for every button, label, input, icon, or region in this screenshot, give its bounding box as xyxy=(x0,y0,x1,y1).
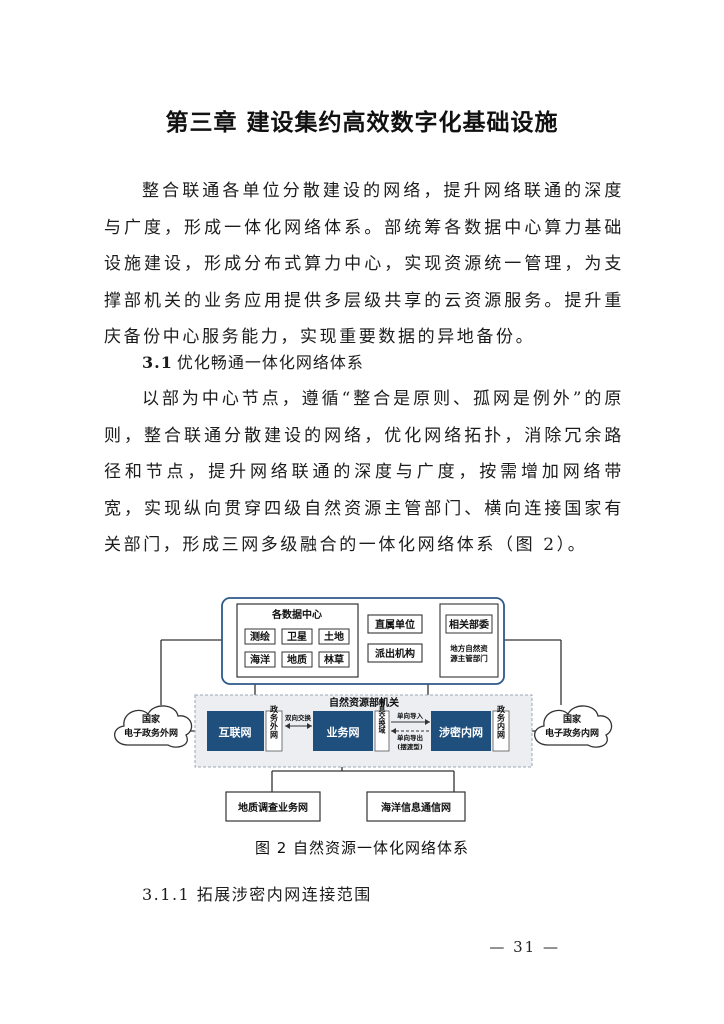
dc-box-forestry xyxy=(318,651,350,668)
page-number: — 31 — xyxy=(489,938,560,956)
geo-survey-network-box xyxy=(225,791,321,822)
cloud-right-label-line1: 国家 xyxy=(563,713,582,725)
figure-caption: 图 2 自然资源一体化网络体系 xyxy=(254,839,470,857)
section-title: 优化畅通一体化网络体系 xyxy=(176,353,364,372)
section-paragraph: 以部为中心节点，遵循“整合是原则、孤网是例外”的原则，整合联通分散建设的网络，优… xyxy=(104,389,624,555)
dc-forestry-label: 林草 xyxy=(324,653,344,666)
ocean-info-network-label: 海洋信息通信网 xyxy=(381,801,451,814)
intro-paragraph: 整合联通各单位分散建设的网络，提升网络联通的深度与广度，形成一体化网络体系。部统… xyxy=(104,181,624,347)
two-way-exchange-label: 双向交换 xyxy=(285,713,312,722)
dc-box-surveying xyxy=(244,628,276,645)
dc-satellite-label: 卫星 xyxy=(287,631,307,643)
related-ministries-label: 相关部委 xyxy=(449,618,490,631)
cloud-left-label-line2: 电子政务外网 xyxy=(124,727,178,739)
local-departments-label-line1: 地方自然资 xyxy=(450,643,488,653)
one-way-import-label: 单向导入 xyxy=(397,711,424,720)
core-zone-title: 自然资源部机关 xyxy=(329,696,399,709)
one-way-export-label-line1: 单向导出 xyxy=(397,733,423,742)
dc-box-ocean xyxy=(244,651,276,668)
cloud-right xyxy=(534,705,613,748)
dc-surveying-label: 测绘 xyxy=(250,630,270,643)
direct-units-label: 直属单位 xyxy=(375,618,415,631)
section-number: 3.1 xyxy=(142,353,173,372)
subsection-heading: 3.1.1 拓展涉密内网连接范围 xyxy=(142,885,372,904)
dispatched-agencies-label: 派出机构 xyxy=(375,647,415,660)
dispatched-agencies-box xyxy=(367,643,423,663)
one-way-export-label-line2: (摆渡型) xyxy=(397,742,422,751)
export-arrow-head xyxy=(391,728,396,734)
info-exchange-label: 信息交换域 xyxy=(378,698,387,735)
dc-land-label: 土地 xyxy=(324,630,344,643)
classified-network-label: 涉密内网 xyxy=(439,725,483,739)
cloud-left-label-line1: 国家 xyxy=(142,713,161,725)
egov-external-label: 政务外网 xyxy=(269,704,279,740)
dc-box-land xyxy=(318,628,350,645)
two-way-arrow-head-left xyxy=(285,723,290,729)
dc-box-satellite xyxy=(281,628,313,645)
cloud-left xyxy=(114,705,193,748)
cloud-right-label-line2: 电子政务内网 xyxy=(545,727,599,739)
dc-box-geology xyxy=(281,651,313,668)
two-way-arrow-head-right xyxy=(307,723,312,729)
dc-geology-label: 地质 xyxy=(287,653,307,666)
egov-external-tag xyxy=(265,710,283,752)
geo-survey-network-label: 地质调查业务网 xyxy=(238,801,308,814)
business-network-box xyxy=(313,711,373,751)
business-network-label: 业务网 xyxy=(327,725,360,739)
direct-units-box xyxy=(367,614,423,634)
egov-internal-label: 政务内网 xyxy=(496,704,506,740)
ocean-info-network-box xyxy=(366,791,466,822)
internet-box xyxy=(207,711,264,751)
import-arrow-head xyxy=(425,719,430,725)
related-ministries-box xyxy=(445,614,493,634)
classified-network-box xyxy=(431,711,491,751)
internet-label: 互联网 xyxy=(219,725,252,739)
egov-internal-tag xyxy=(492,710,510,752)
info-exchange-tag xyxy=(374,710,390,752)
chapter-title: 第三章 建设集约高效数字化基础设施 xyxy=(165,110,559,136)
local-departments-label-line2: 源主管部门 xyxy=(450,653,488,663)
dc-ocean-label: 海洋 xyxy=(250,653,270,666)
data-centers-title: 各数据中心 xyxy=(271,608,322,621)
